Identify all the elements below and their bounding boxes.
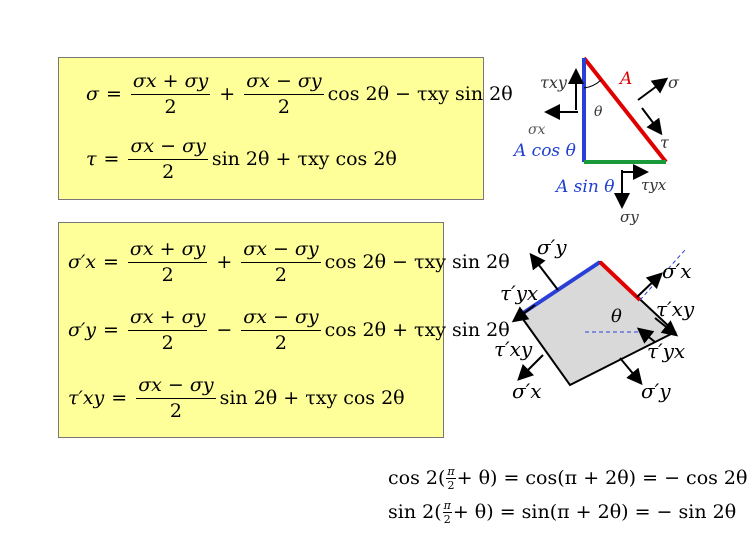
- sigma-y-prime-equation: σ′y = σx + σy 2 − σx − σy 2 cos 2θ + τxy…: [68, 306, 510, 354]
- blue-edge: [518, 260, 602, 317]
- plus: +: [219, 83, 236, 105]
- tau-arrow: [641, 107, 663, 136]
- lhs: σ: [86, 83, 99, 105]
- cos-identity: cos 2( π 2 + θ) = cos(π + 2θ) = − cos 2θ: [388, 465, 747, 492]
- label-sigma-x: σx: [528, 122, 546, 138]
- dashed-normal: [639, 249, 686, 301]
- label-tau-yx: τyx: [641, 176, 667, 194]
- label-sx-bottom: σ′x: [512, 379, 541, 403]
- tau-equation: τ = σx − σy 2 sin 2θ + τxy cos 2θ: [86, 135, 397, 183]
- label-sy-top: σ′y: [537, 235, 567, 259]
- label-sx-right: σ′x: [662, 259, 691, 283]
- label-A: A: [618, 69, 632, 89]
- fraction-diff: σx − σy 2: [244, 70, 324, 118]
- sigma-x-prime-equation: σ′x = σx + σy 2 + σx − σy 2 cos 2θ − τxy…: [68, 238, 510, 286]
- label-theta-square: θ: [611, 306, 622, 327]
- hypotenuse-edge: [582, 56, 668, 164]
- red-edge: [598, 260, 642, 302]
- sx-bottom-arrow: [517, 354, 544, 381]
- rotated-square-element: σ′y σ′x τ′yx τ′xy θ τ′xy τ′yx σ′x σ′y: [494, 235, 695, 403]
- sy-bottom-arrow: [619, 357, 643, 386]
- sin-identity: sin 2( π 2 + θ) = sin(π + 2θ) = − sin 2θ: [388, 499, 737, 526]
- label-tau-xy: τxy: [540, 73, 568, 92]
- theta-arc: [583, 79, 602, 89]
- label-theta: θ: [594, 104, 603, 120]
- label-tyx-right: τ′yx: [647, 339, 685, 363]
- sx-right-arrow: [636, 272, 663, 298]
- sigma-arrow: [637, 77, 669, 101]
- label-A-cos: A cos θ: [512, 141, 576, 161]
- tyx-left-arrow: [511, 304, 536, 323]
- label-sigma-y: σy: [620, 208, 639, 226]
- sigma-equation: σ = σx + σy 2 + σx − σy 2 cos 2θ − τxy s…: [86, 72, 513, 117]
- fraction-sum: σx + σy 2: [130, 70, 211, 118]
- label-txy-right: τ′xy: [656, 297, 695, 321]
- tail: cos 2θ − τxy sin 2θ: [327, 83, 513, 105]
- label-A-sin: A sin θ: [554, 177, 614, 197]
- sy-top-arrow: [529, 252, 559, 291]
- equals: =: [105, 83, 122, 105]
- rotated-square: [518, 260, 677, 387]
- tau-xy-prime-equation: τ′xy = σx − σy 2 sin 2θ + τxy cos 2θ: [68, 374, 405, 422]
- label-sy-bottom: σ′y: [641, 379, 671, 403]
- top-equation-box: [58, 57, 484, 200]
- txy-right-arrow: [654, 317, 679, 337]
- triangle-element: A σ τ τxy θ σx A cos θ A sin θ τyx σy: [512, 56, 680, 226]
- label-sigma: σ: [668, 73, 680, 92]
- tyx-right-arrow: [636, 327, 656, 344]
- label-tau: τ: [660, 133, 670, 152]
